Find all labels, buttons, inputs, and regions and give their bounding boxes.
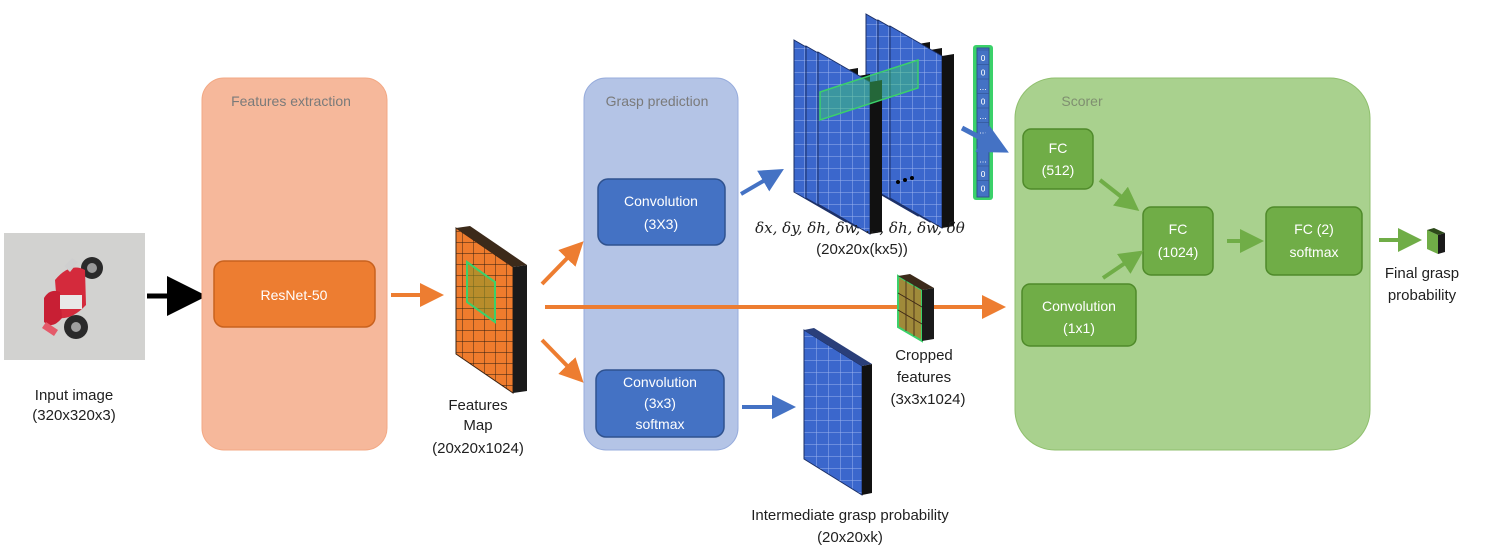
scorer-conv-label-2: (1x1) (1063, 320, 1095, 336)
regression-vector: 00...0......0...00 (973, 45, 993, 200)
regression-shape: (20x20x(kx5)) (816, 241, 908, 258)
regression-deltas: δx, δy, δh, δw, ..., δh, δw, δθ (755, 219, 965, 237)
cropped-label-1: Cropped (895, 347, 953, 364)
conv-bottom-label-2: (3x3) (644, 395, 676, 411)
conv-top-box (597, 178, 726, 246)
vector-cell: 0 (980, 170, 985, 179)
vector-cell: 0 (980, 54, 985, 63)
fc2-label-2: softmax (1289, 244, 1338, 260)
scorer-title: Scorer (1061, 93, 1103, 109)
intermediate-tensor (803, 328, 872, 496)
fc1024-box (1142, 206, 1214, 276)
fc1024-label-1: FC (1169, 221, 1188, 237)
cropped-label-3: (3x3x1024) (890, 391, 965, 408)
final-label-2: probability (1388, 287, 1457, 304)
input-label-1: Input image (35, 387, 113, 404)
fc512-box (1022, 128, 1094, 190)
final-output-block (1427, 228, 1445, 254)
scorer-conv-label-1: Convolution (1042, 298, 1116, 314)
grasp-prediction-title: Grasp prediction (606, 93, 709, 109)
conv-bottom-box (595, 369, 725, 438)
vector-cell: 0 (980, 68, 985, 77)
cropped-label-2: features (897, 369, 951, 386)
features-map-label-1: Features (448, 397, 507, 414)
regression-to-scorer-arrow (960, 125, 1009, 153)
fc512-to-fc1024-arrow (1098, 178, 1140, 211)
resnet-box (213, 260, 376, 328)
conv-bottom-label-1: Convolution (623, 374, 697, 390)
features-extraction-title: Features extraction (231, 93, 351, 109)
vector-cell: ... (979, 112, 987, 121)
conv-top-label-1: Convolution (624, 193, 698, 209)
vector-cell: 0 (980, 97, 985, 106)
intermediate-label-2: (20x20xk) (817, 529, 883, 546)
features-map-label-2: Map (463, 417, 492, 434)
vector-cell: ... (979, 126, 987, 135)
map-to-conv-bottom-arrow (540, 338, 584, 383)
resnet-label: ResNet-50 (261, 287, 328, 303)
input-label-2: (320x320x3) (32, 407, 115, 424)
regression-tensor-stack (793, 13, 954, 235)
conv-bottom-label-3: softmax (635, 416, 684, 432)
fc1024-label-2: (1024) (1158, 244, 1198, 260)
conv-to-fc1024-arrow (1101, 250, 1144, 280)
scorer-conv-box (1021, 283, 1137, 347)
fc512-label-1: FC (1049, 140, 1068, 156)
intermediate-label-1: Intermediate grasp probability (751, 507, 949, 524)
grasp-prediction-panel (583, 77, 739, 451)
conv-top-label-2: (3X3) (644, 216, 678, 232)
vector-cell: ... (979, 83, 987, 92)
fc2-box (1265, 206, 1363, 276)
fc512-label-2: (512) (1042, 162, 1075, 178)
map-to-conv-top-arrow (540, 241, 584, 286)
features-map-label-3: (20x20x1024) (432, 440, 524, 457)
fc2-label-1: FC (2) (1294, 221, 1334, 237)
final-label-1: Final grasp (1385, 265, 1459, 282)
cropped-features-tensor (897, 274, 934, 343)
conv-top-to-regression-arrow (739, 168, 784, 196)
vector-cell: 0 (980, 184, 985, 193)
features-map-tensor (455, 226, 527, 394)
vector-cell: ... (979, 155, 987, 164)
input-image (4, 233, 145, 360)
